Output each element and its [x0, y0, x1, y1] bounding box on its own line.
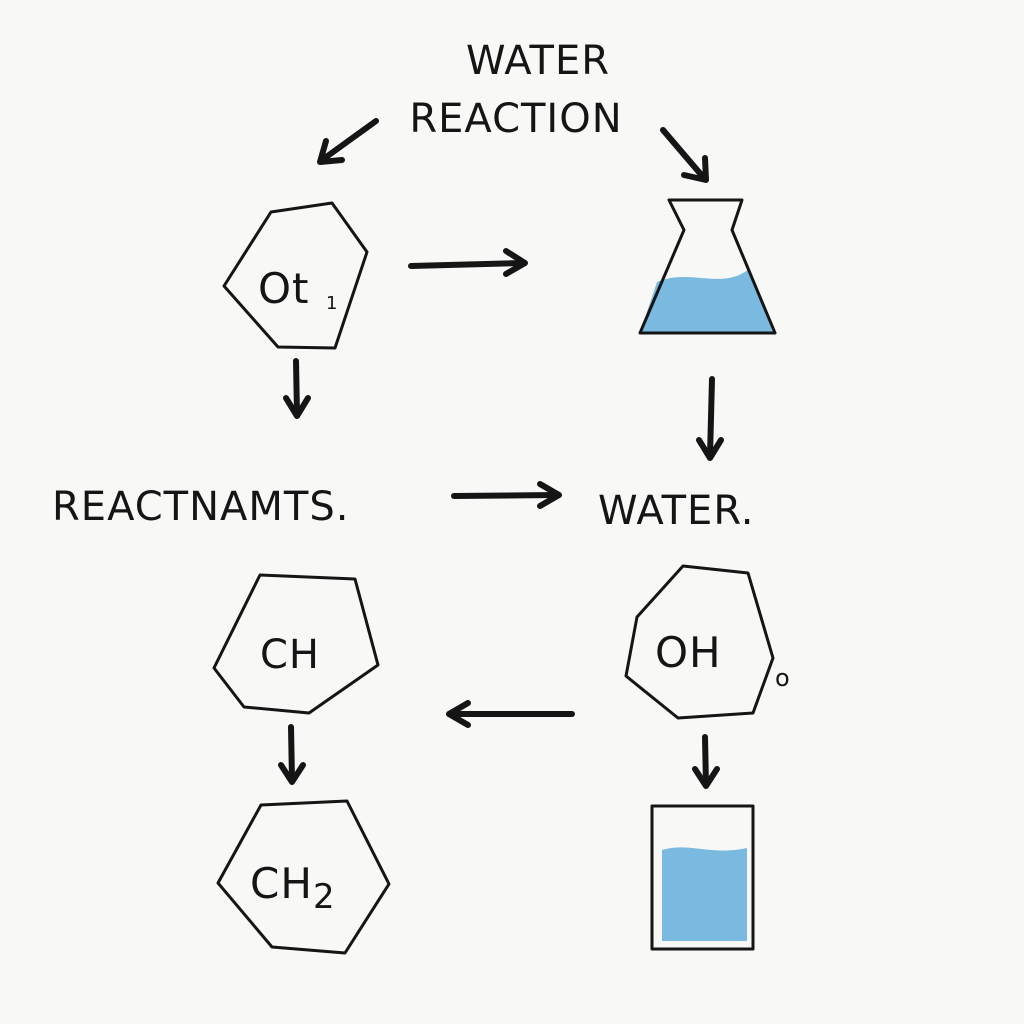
molecule-ch: CH	[212, 573, 380, 715]
hexagon-outline	[222, 201, 369, 350]
molecule-ch2-subscript: 2	[313, 877, 336, 917]
beaker-icon	[650, 804, 755, 951]
hexagon-outline	[216, 799, 391, 955]
molecule-ot1-label: Ot	[258, 264, 310, 313]
arrow-oh-to-beaker	[692, 734, 720, 789]
molecule-ot1: Ot 1	[222, 201, 369, 350]
molecule-ch2: CH 2	[216, 799, 391, 955]
beaker-water	[662, 847, 747, 941]
label-reactants: REACTNAMTS.	[52, 484, 349, 530]
molecule-oh-side-label: o	[775, 664, 791, 692]
molecule-oh: OH o	[624, 564, 791, 720]
arrow-flask-to-water	[696, 376, 724, 461]
molecule-ot1-subscript: 1	[326, 293, 338, 314]
arrow-reactants-to-water	[451, 481, 562, 509]
flask-water	[640, 270, 773, 333]
title-line-1: WATER	[466, 38, 610, 84]
arrow-ch-to-ch2	[278, 724, 306, 785]
molecule-ch2-label: CH	[250, 859, 313, 908]
hexagon-outline	[624, 564, 775, 720]
title-line-2: REACTION	[409, 96, 622, 142]
arrow-oh-to-ch	[446, 700, 575, 728]
molecule-ch-label: CH	[260, 632, 320, 678]
arrow-molecule-to-reactants	[283, 358, 311, 419]
label-water: WATER.	[598, 488, 754, 534]
hexagon-outline	[212, 573, 380, 715]
arrow-molecule-to-flask	[408, 248, 528, 277]
molecule-oh-label: OH	[655, 628, 722, 677]
flask-icon	[638, 198, 777, 335]
arrow-title-to-right	[660, 127, 709, 183]
arrow-title-to-left	[317, 118, 379, 165]
